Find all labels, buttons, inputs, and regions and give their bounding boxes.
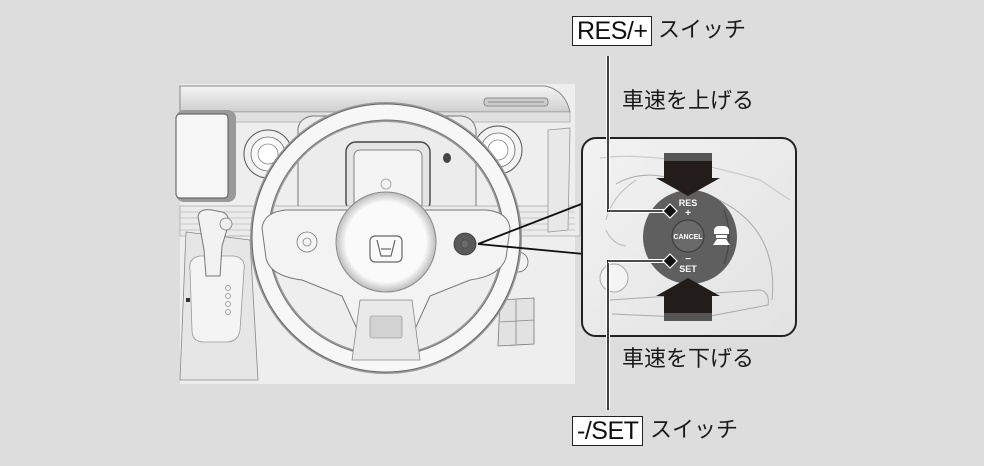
instrument-cluster bbox=[297, 115, 477, 213]
navigation-screen bbox=[175, 110, 236, 202]
cancel-button[interactable] bbox=[671, 219, 705, 253]
set-callout-line bbox=[606, 253, 678, 410]
res-label: RES bbox=[679, 198, 698, 208]
adaptive-cruise-car-icon bbox=[713, 226, 730, 245]
cruise-switch-location bbox=[453, 232, 477, 256]
gear-shifter bbox=[179, 209, 259, 381]
increase-arrow-icon bbox=[656, 153, 720, 196]
minus-set-suffix: スイッチ bbox=[650, 418, 739, 443]
decrease-arrow-icon bbox=[656, 278, 720, 321]
increase-speed-caption: 車速を上げる bbox=[622, 89, 755, 114]
plus-label: + bbox=[685, 208, 691, 219]
res-plus-suffix: スイッチ bbox=[658, 18, 747, 43]
inset-leader-lines bbox=[477, 202, 585, 255]
steering-wheel bbox=[250, 102, 522, 374]
dashboard-illustration bbox=[175, 84, 581, 384]
honda-logo bbox=[369, 235, 403, 263]
minus-label: − bbox=[685, 254, 691, 265]
res-callout-line bbox=[606, 56, 678, 219]
res-plus-key-label: RES/+ bbox=[572, 16, 653, 46]
minus-set-key-label: -/SET bbox=[572, 416, 644, 446]
decrease-speed-caption: 車速を下げる bbox=[622, 347, 755, 372]
dash-vent-grille bbox=[483, 97, 549, 107]
set-label: SET bbox=[679, 264, 697, 274]
cancel-label: CANCEL bbox=[673, 234, 703, 241]
